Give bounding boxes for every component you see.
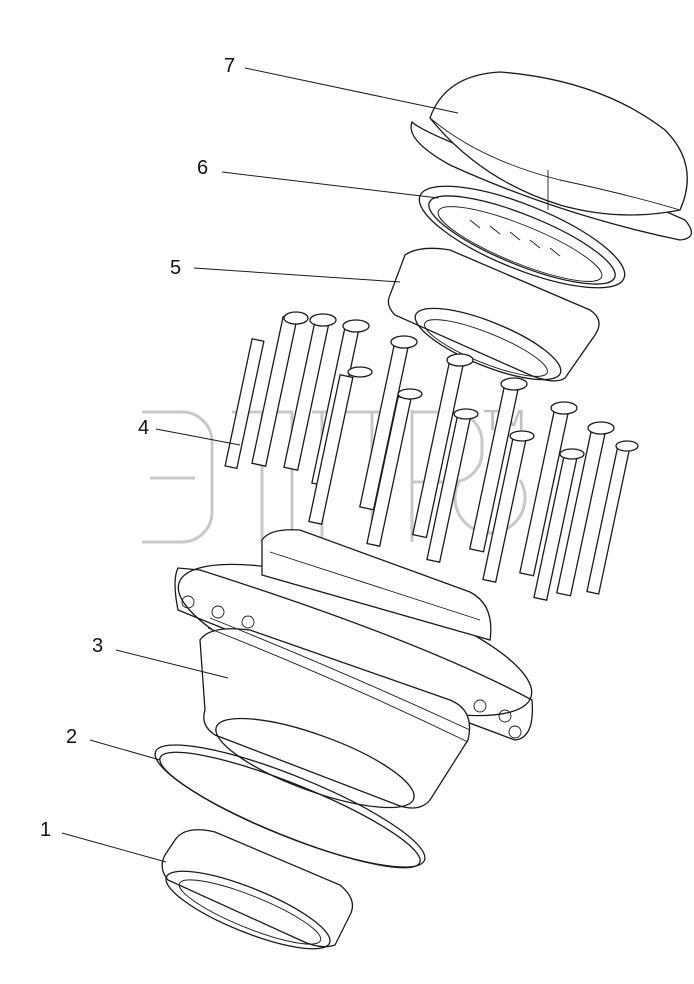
leader-2 — [89, 739, 161, 761]
part-2-oring — [154, 744, 426, 869]
leader-1 — [61, 832, 167, 863]
callout-labels: 7 6 5 4 3 2 1 — [40, 55, 235, 841]
bolt — [519, 401, 578, 577]
callout-6: 6 — [197, 157, 208, 179]
bolt — [556, 421, 615, 597]
bolt — [586, 440, 639, 595]
callout-4: 4 — [138, 417, 149, 439]
part-5-bearing — [387, 247, 600, 382]
leader-7 — [244, 67, 459, 114]
part-7-cap — [410, 71, 692, 241]
leader-4 — [155, 428, 241, 446]
leader-5 — [193, 267, 401, 283]
part-3-hub — [174, 529, 534, 809]
leader-3 — [115, 649, 229, 679]
callout-1: 1 — [40, 819, 51, 841]
callout-2: 2 — [66, 726, 77, 748]
bolt — [426, 408, 479, 563]
part-1-bearing — [161, 829, 354, 950]
bolt — [283, 313, 337, 471]
callout-5: 5 — [170, 257, 181, 279]
callout-3: 3 — [92, 635, 103, 657]
bolt — [224, 337, 265, 470]
leader-6 — [221, 171, 439, 199]
leader-lines — [61, 67, 459, 863]
bolt — [469, 377, 528, 553]
bolt — [366, 388, 423, 547]
bolt — [308, 366, 373, 525]
bolt — [482, 430, 535, 583]
bolt — [533, 448, 585, 601]
bolt — [251, 311, 309, 467]
part-4-bolts — [224, 311, 639, 601]
callout-7: 7 — [224, 55, 235, 77]
bolt — [411, 353, 474, 539]
